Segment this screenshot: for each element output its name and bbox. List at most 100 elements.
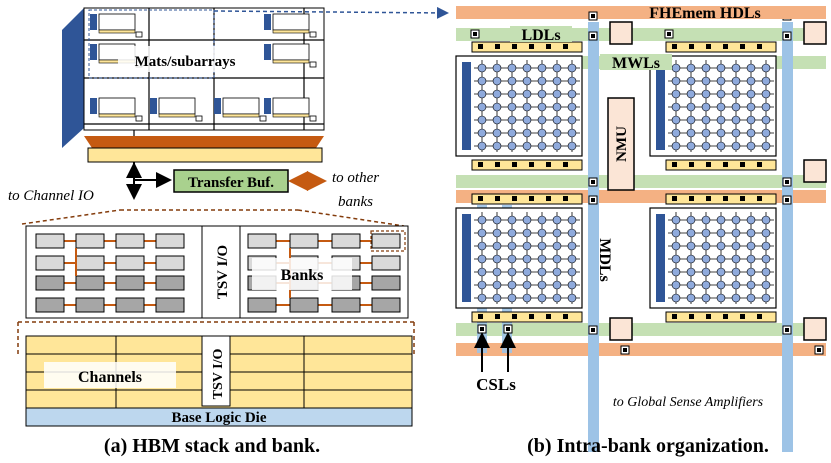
cell xyxy=(761,267,771,277)
cell xyxy=(686,128,696,138)
cell xyxy=(716,89,726,99)
bank-block xyxy=(75,297,105,313)
cell xyxy=(537,76,547,86)
cell xyxy=(686,141,696,151)
cell xyxy=(671,89,681,99)
cell xyxy=(701,89,711,99)
cell xyxy=(701,241,711,251)
cell xyxy=(507,89,517,99)
cell xyxy=(686,89,696,99)
cell xyxy=(507,76,517,86)
ldls-label: LDLs xyxy=(521,27,560,44)
cell xyxy=(492,280,502,290)
cell xyxy=(522,115,532,125)
cell xyxy=(537,141,547,151)
local-buffer xyxy=(665,311,777,323)
hdls-label: FHEmem HDLs xyxy=(649,5,761,22)
cell xyxy=(552,141,562,151)
cell xyxy=(522,102,532,112)
subarray xyxy=(649,41,777,171)
cell xyxy=(522,293,532,303)
caption-b: (b) Intra-bank organization. xyxy=(527,435,769,457)
cell xyxy=(731,254,741,264)
cell xyxy=(507,115,517,125)
cell xyxy=(686,254,696,264)
cell xyxy=(731,267,741,277)
cell xyxy=(567,228,577,238)
cell xyxy=(537,115,547,125)
cell xyxy=(761,141,771,151)
cell xyxy=(746,241,756,251)
mats-label-bg xyxy=(118,46,252,72)
cell xyxy=(537,280,547,290)
cell xyxy=(567,76,577,86)
cell xyxy=(552,76,562,86)
bank-block xyxy=(115,233,145,249)
bank-io-trapezoid xyxy=(84,136,324,148)
cell xyxy=(746,128,756,138)
cell xyxy=(761,89,771,99)
cell xyxy=(552,267,562,277)
cell xyxy=(522,280,532,290)
bank-block xyxy=(155,255,185,271)
cell xyxy=(761,115,771,125)
cell xyxy=(507,280,517,290)
cell xyxy=(671,128,681,138)
cell xyxy=(552,63,562,73)
cell xyxy=(701,280,711,290)
cell xyxy=(492,254,502,264)
cell xyxy=(746,267,756,277)
cell xyxy=(567,128,577,138)
bank-row-buffer xyxy=(87,147,323,163)
csls-label: CSLs xyxy=(476,375,516,394)
cell xyxy=(701,215,711,225)
cell xyxy=(701,141,711,151)
cell xyxy=(492,128,502,138)
intra-bank: NMU FHEmem HDLs LDLs MWLs MDLs CSLs to G… xyxy=(455,5,827,457)
cell xyxy=(671,76,681,86)
row-decoder xyxy=(656,214,665,302)
cell xyxy=(761,63,771,73)
cell xyxy=(671,141,681,151)
cell xyxy=(671,241,681,251)
cell xyxy=(522,128,532,138)
cell xyxy=(492,89,502,99)
local-buffer xyxy=(665,193,777,205)
bank-block xyxy=(155,297,185,313)
cell xyxy=(507,102,517,112)
cell xyxy=(701,228,711,238)
cell xyxy=(477,115,487,125)
cell xyxy=(552,102,562,112)
cell xyxy=(537,293,547,303)
cell xyxy=(492,76,502,86)
cell xyxy=(522,89,532,99)
cell xyxy=(492,228,502,238)
cell xyxy=(746,115,756,125)
bank-block xyxy=(247,297,277,313)
cell xyxy=(537,254,547,264)
cell xyxy=(671,267,681,277)
cell xyxy=(671,115,681,125)
cell xyxy=(746,89,756,99)
cell xyxy=(537,267,547,277)
cell xyxy=(552,280,562,290)
cell xyxy=(701,293,711,303)
cell xyxy=(671,102,681,112)
tsv-io-top-label: TSV I/O xyxy=(215,245,231,299)
bank-block xyxy=(371,275,401,291)
cell xyxy=(492,141,502,151)
cell xyxy=(522,228,532,238)
to-other-label: to other xyxy=(332,170,379,186)
bank-detail: Mats/subarrays Transfer Buf. to other ba… xyxy=(8,7,405,227)
cell xyxy=(761,215,771,225)
mat xyxy=(214,97,267,122)
cell xyxy=(567,63,577,73)
cell xyxy=(477,280,487,290)
hdl-band-bottom xyxy=(456,343,826,356)
bank-block xyxy=(371,297,401,313)
cell xyxy=(507,128,517,138)
cell xyxy=(492,102,502,112)
cell xyxy=(567,102,577,112)
